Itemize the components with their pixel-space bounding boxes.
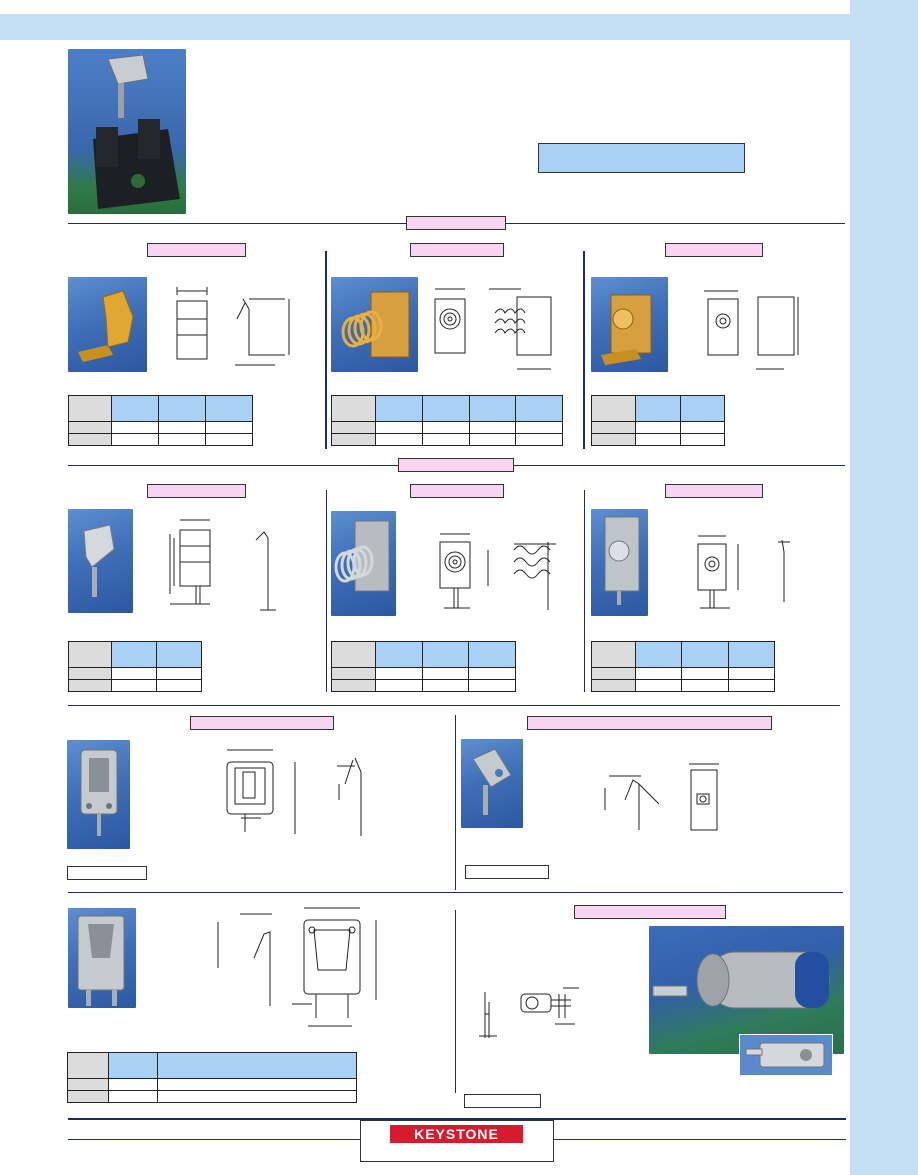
column-divider-r2b <box>584 490 585 692</box>
photo-r2c3 <box>591 509 648 616</box>
drawing-r2c1 <box>160 514 290 616</box>
column-divider-r2a <box>326 490 327 692</box>
hero-info-box <box>538 143 745 173</box>
spec-table-r2c1 <box>68 641 202 692</box>
section-divider-4 <box>68 892 843 893</box>
battery-photo <box>649 926 844 1054</box>
section-divider-3 <box>68 705 840 706</box>
photo-r1c3 <box>591 277 668 372</box>
photo-r2c2 <box>331 511 396 616</box>
drawing-r2c3 <box>686 532 806 614</box>
photo-r3c2 <box>461 739 523 828</box>
drawing-r4c2 <box>475 980 590 1042</box>
column-divider-r1a <box>325 251 327 449</box>
column-divider-r3 <box>455 715 456 890</box>
right-side-strip <box>850 0 918 1175</box>
section-label-1 <box>406 216 506 230</box>
spec-table-r2c3 <box>591 641 776 692</box>
footer-logo-box: KEYSTONE <box>360 1120 554 1162</box>
column-divider-r1b <box>583 251 585 449</box>
drawing-r1c3 <box>700 287 810 375</box>
drawing-r1c2 <box>425 283 565 375</box>
top-white-margin <box>0 0 850 14</box>
drawing-r4c1 <box>212 900 387 1036</box>
part-number-box-r3c1 <box>67 866 147 880</box>
photo-r4c1 <box>68 908 136 1008</box>
part-label-r1c2 <box>410 243 504 257</box>
photo-r3c1 <box>67 740 130 849</box>
part-label-r2c1 <box>147 484 246 498</box>
part-label-r2c3 <box>665 484 763 498</box>
part-label-r3c2 <box>527 716 772 730</box>
part-number-box-r3c2 <box>465 865 549 879</box>
part-label-r2c2 <box>410 484 504 498</box>
photo-r1c2 <box>331 277 418 372</box>
battery-photo-inset <box>739 1034 833 1076</box>
part-label-r3c1 <box>190 716 334 730</box>
hero-photo <box>68 49 186 214</box>
spec-table-r2c2 <box>331 641 516 692</box>
drawing-r1c1 <box>165 283 305 373</box>
photo-r2c1 <box>68 509 133 613</box>
drawing-r3c2 <box>595 760 745 836</box>
spec-table-r4c1 <box>67 1052 357 1103</box>
spec-table-r1c1 <box>68 395 253 446</box>
column-divider-r4 <box>455 910 456 1093</box>
footer-rule-top <box>68 1118 846 1120</box>
spec-table-r1c2 <box>331 395 563 446</box>
keystone-logo: KEYSTONE <box>390 1125 523 1143</box>
drawing-r3c1 <box>215 744 385 840</box>
hero-holder-drawing <box>93 54 180 209</box>
part-number-box-r4c2 <box>464 1094 541 1108</box>
part-label-r4c2 <box>574 905 726 919</box>
part-label-r1c3 <box>665 243 763 257</box>
section-label-2 <box>398 458 514 472</box>
part-label-r1c1 <box>147 243 246 257</box>
spec-table-r1c3 <box>591 395 725 446</box>
drawing-r2c2 <box>430 530 570 614</box>
photo-r1c1 <box>68 277 147 372</box>
